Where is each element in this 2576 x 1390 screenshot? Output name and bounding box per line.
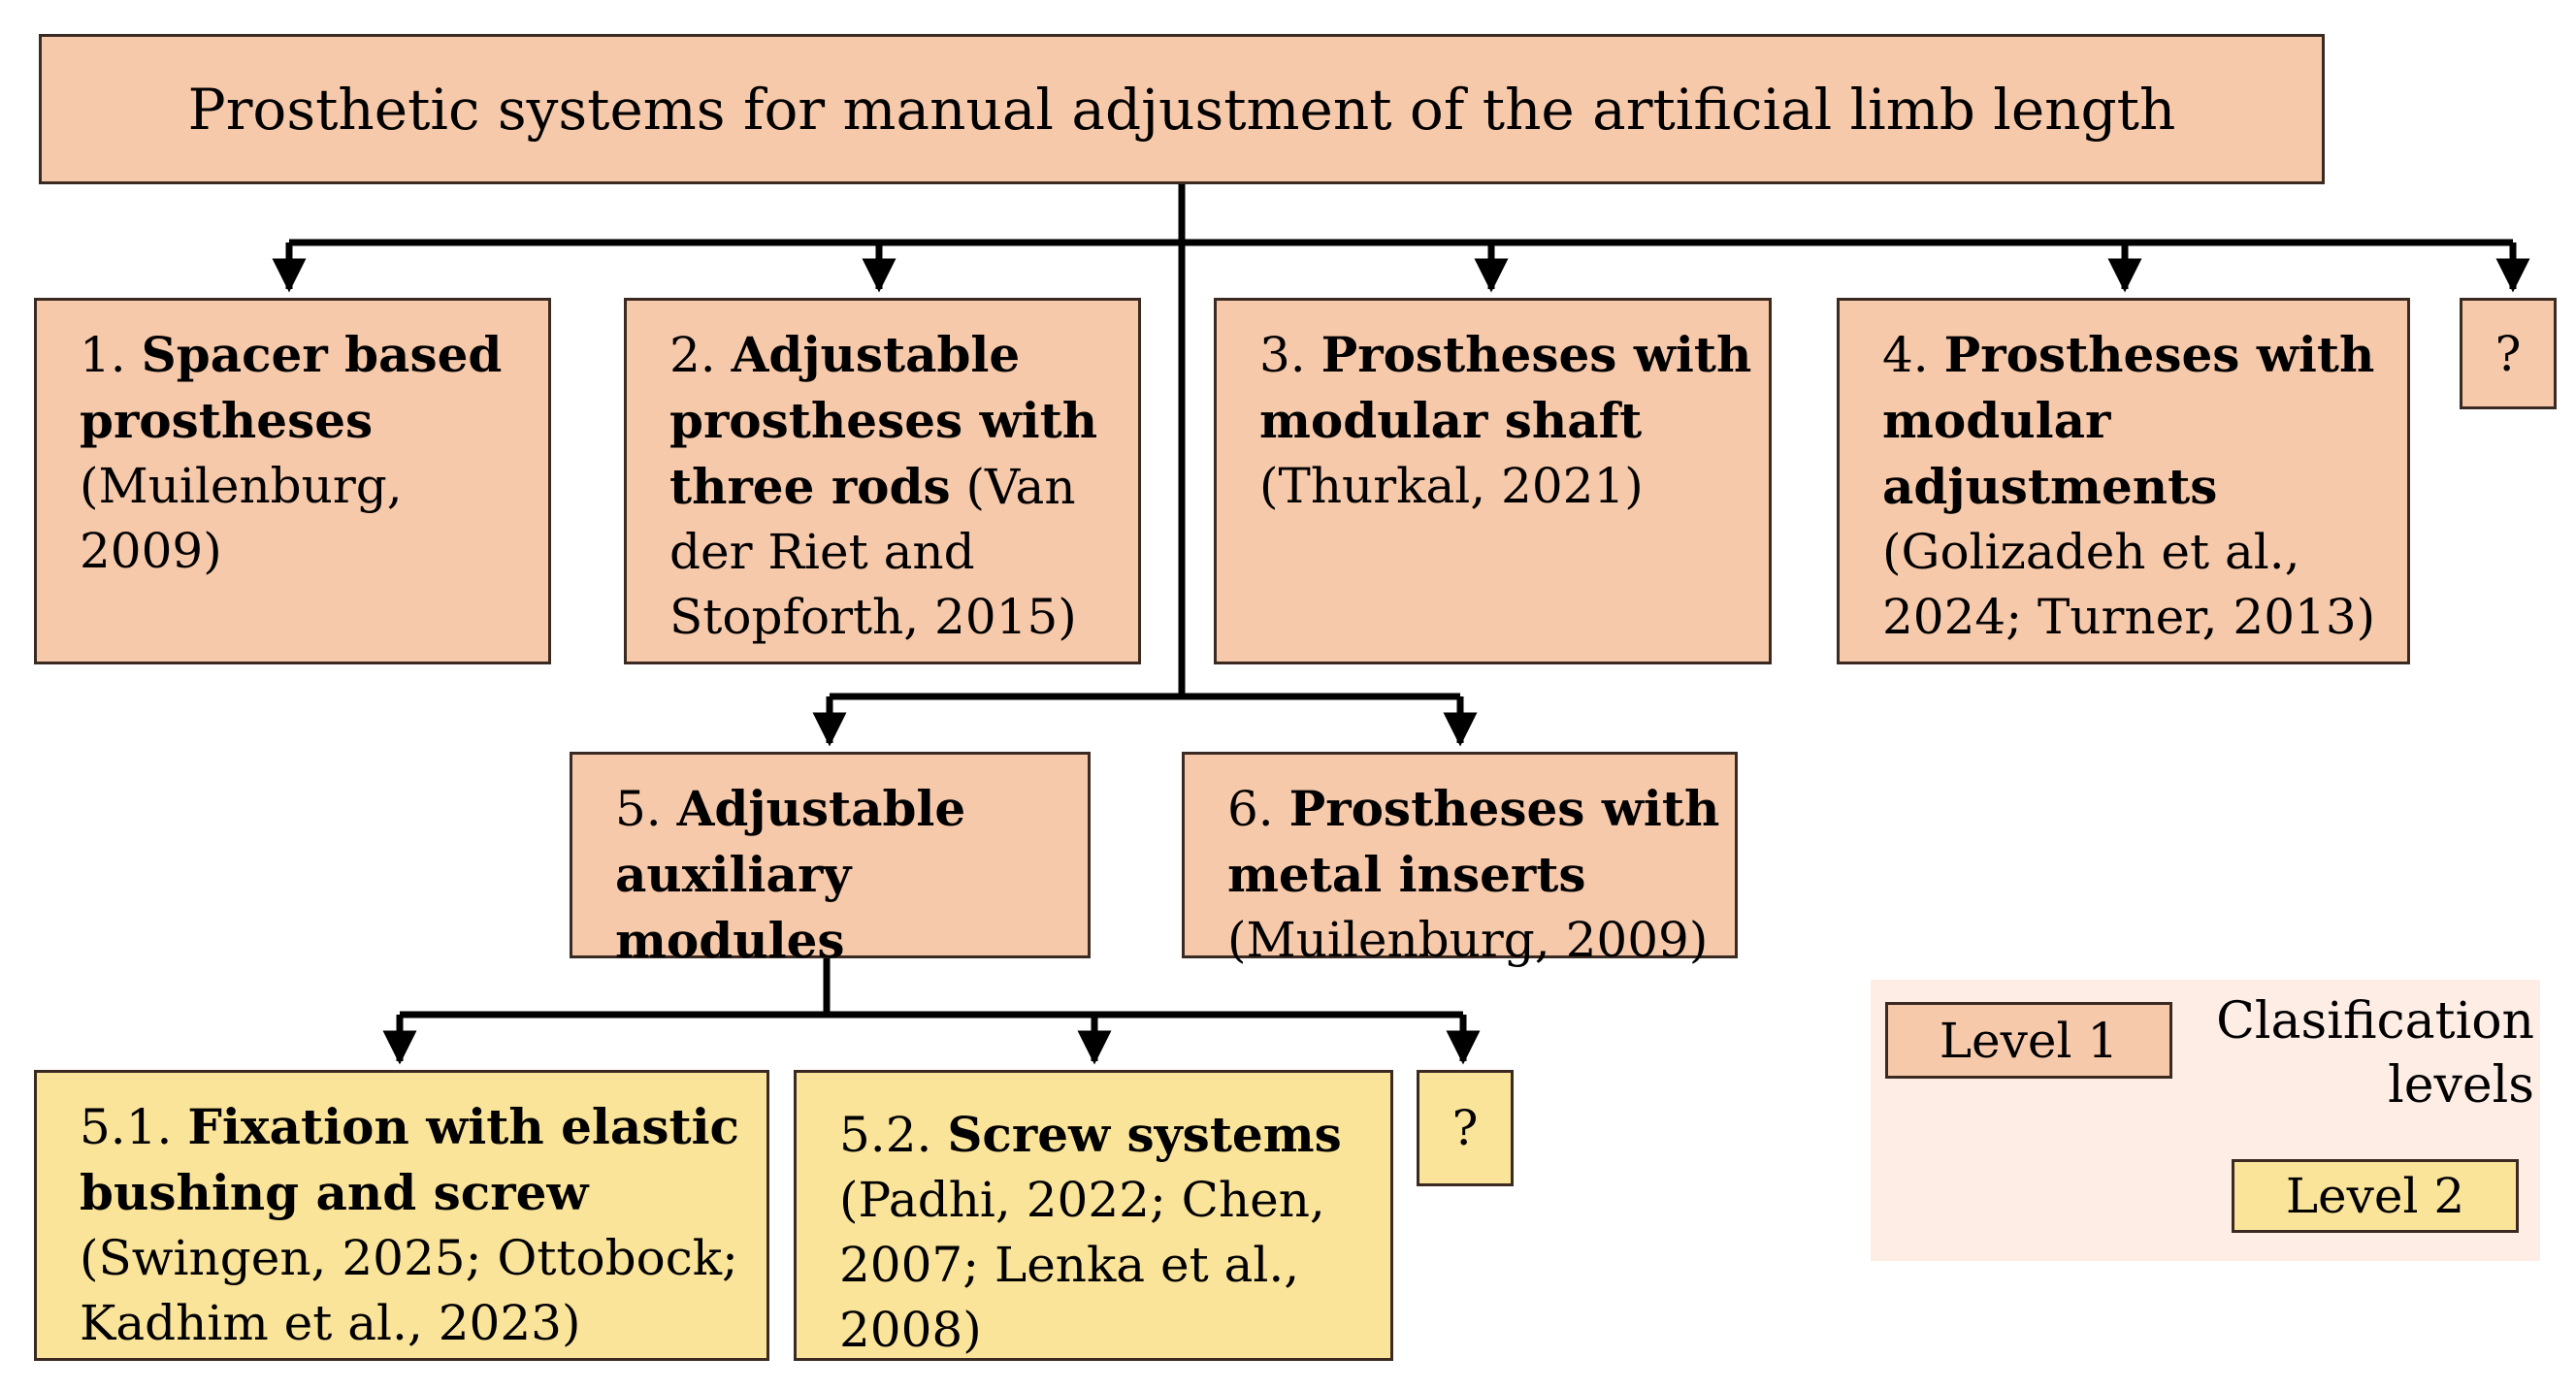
node-title: Adjustable prostheses with three rods (669, 326, 1098, 515)
node-refs: (Padhi, 2022; Chen, 2007; Lenka et al., … (839, 1172, 1325, 1358)
node-elastic-bushing-screw: 5.1. Fixation with elastic bushing and s… (34, 1070, 769, 1361)
node-refs: (Golizadeh et al., 2024; Turner, 2013) (1882, 524, 2376, 645)
root-node: Prosthetic systems for manual adjustment… (39, 34, 2325, 184)
node-unknown-level1: ? (2460, 298, 2557, 409)
legend-level2-label: Level 2 (2285, 1168, 2465, 1224)
node-number: 6. (1227, 781, 1274, 837)
node-title: Screw systems (947, 1106, 1342, 1163)
node-modular-adjustments: 4. Prostheses with modular adjustments (… (1837, 298, 2410, 664)
legend-level1-label: Level 1 (1939, 1012, 2119, 1069)
node-refs: ? (2494, 325, 2522, 382)
node-refs: (Thurkal, 2021) (1259, 458, 1644, 514)
legend-caption-line1: Clasification (2216, 992, 2534, 1051)
node-adjustable-auxiliary-modules: 5. Adjustable auxiliary modules (570, 752, 1091, 969)
node-title: Fixation with elastic bushing and screw (80, 1098, 740, 1221)
node-refs: (Muilenburg, 2009) (1227, 912, 1709, 968)
node-number: 3. (1259, 327, 1306, 383)
node-metal-inserts: 6. Prostheses with metal inserts (Muilen… (1182, 752, 1738, 968)
node-title: Spacer based prostheses (80, 326, 503, 449)
node-refs: ? (1451, 1100, 1479, 1156)
node-number: 5. (615, 781, 662, 837)
node-screw-systems: 5.2. Screw systems (Padhi, 2022; Chen, 2… (794, 1070, 1393, 1361)
node-refs: (Swingen, 2025; Ottobock; Kadhim et al.,… (80, 1230, 738, 1351)
legend-level2-box: Level 2 (2232, 1159, 2519, 1233)
node-title: Adjustable auxiliary modules (615, 780, 966, 969)
legend-level1-box: Level 1 (1885, 1002, 2172, 1079)
node-title: Prostheses with metal inserts (1227, 780, 1720, 903)
node-adjustable-three-rods: 2. Adjustable prostheses with three rods… (624, 298, 1141, 664)
node-number: 5.2. (839, 1107, 932, 1163)
node-number: 2. (669, 327, 716, 383)
node-refs: (Muilenburg, 2009) (80, 458, 403, 579)
root-label: Prosthetic systems for manual adjustment… (187, 76, 2176, 143)
node-modular-shaft: 3. Prostheses with modular shaft (Thurka… (1214, 298, 1772, 664)
node-number: 1. (80, 327, 126, 383)
node-title: Prostheses with modular shaft (1259, 326, 1752, 449)
node-number: 5.1. (80, 1099, 173, 1155)
legend-caption: Clasification levels (2173, 989, 2534, 1117)
node-unknown-level2: ? (1417, 1070, 1514, 1186)
node-spacer-based-prostheses: 1. Spacer based prostheses (Muilenburg, … (34, 298, 551, 664)
node-number: 4. (1882, 327, 1929, 383)
node-refs: (Van der Riet and Stopforth, 2015) (669, 459, 1077, 645)
node-title: Prostheses with modular adjustments (1882, 326, 2375, 515)
legend-caption-line2: levels (2388, 1056, 2534, 1115)
